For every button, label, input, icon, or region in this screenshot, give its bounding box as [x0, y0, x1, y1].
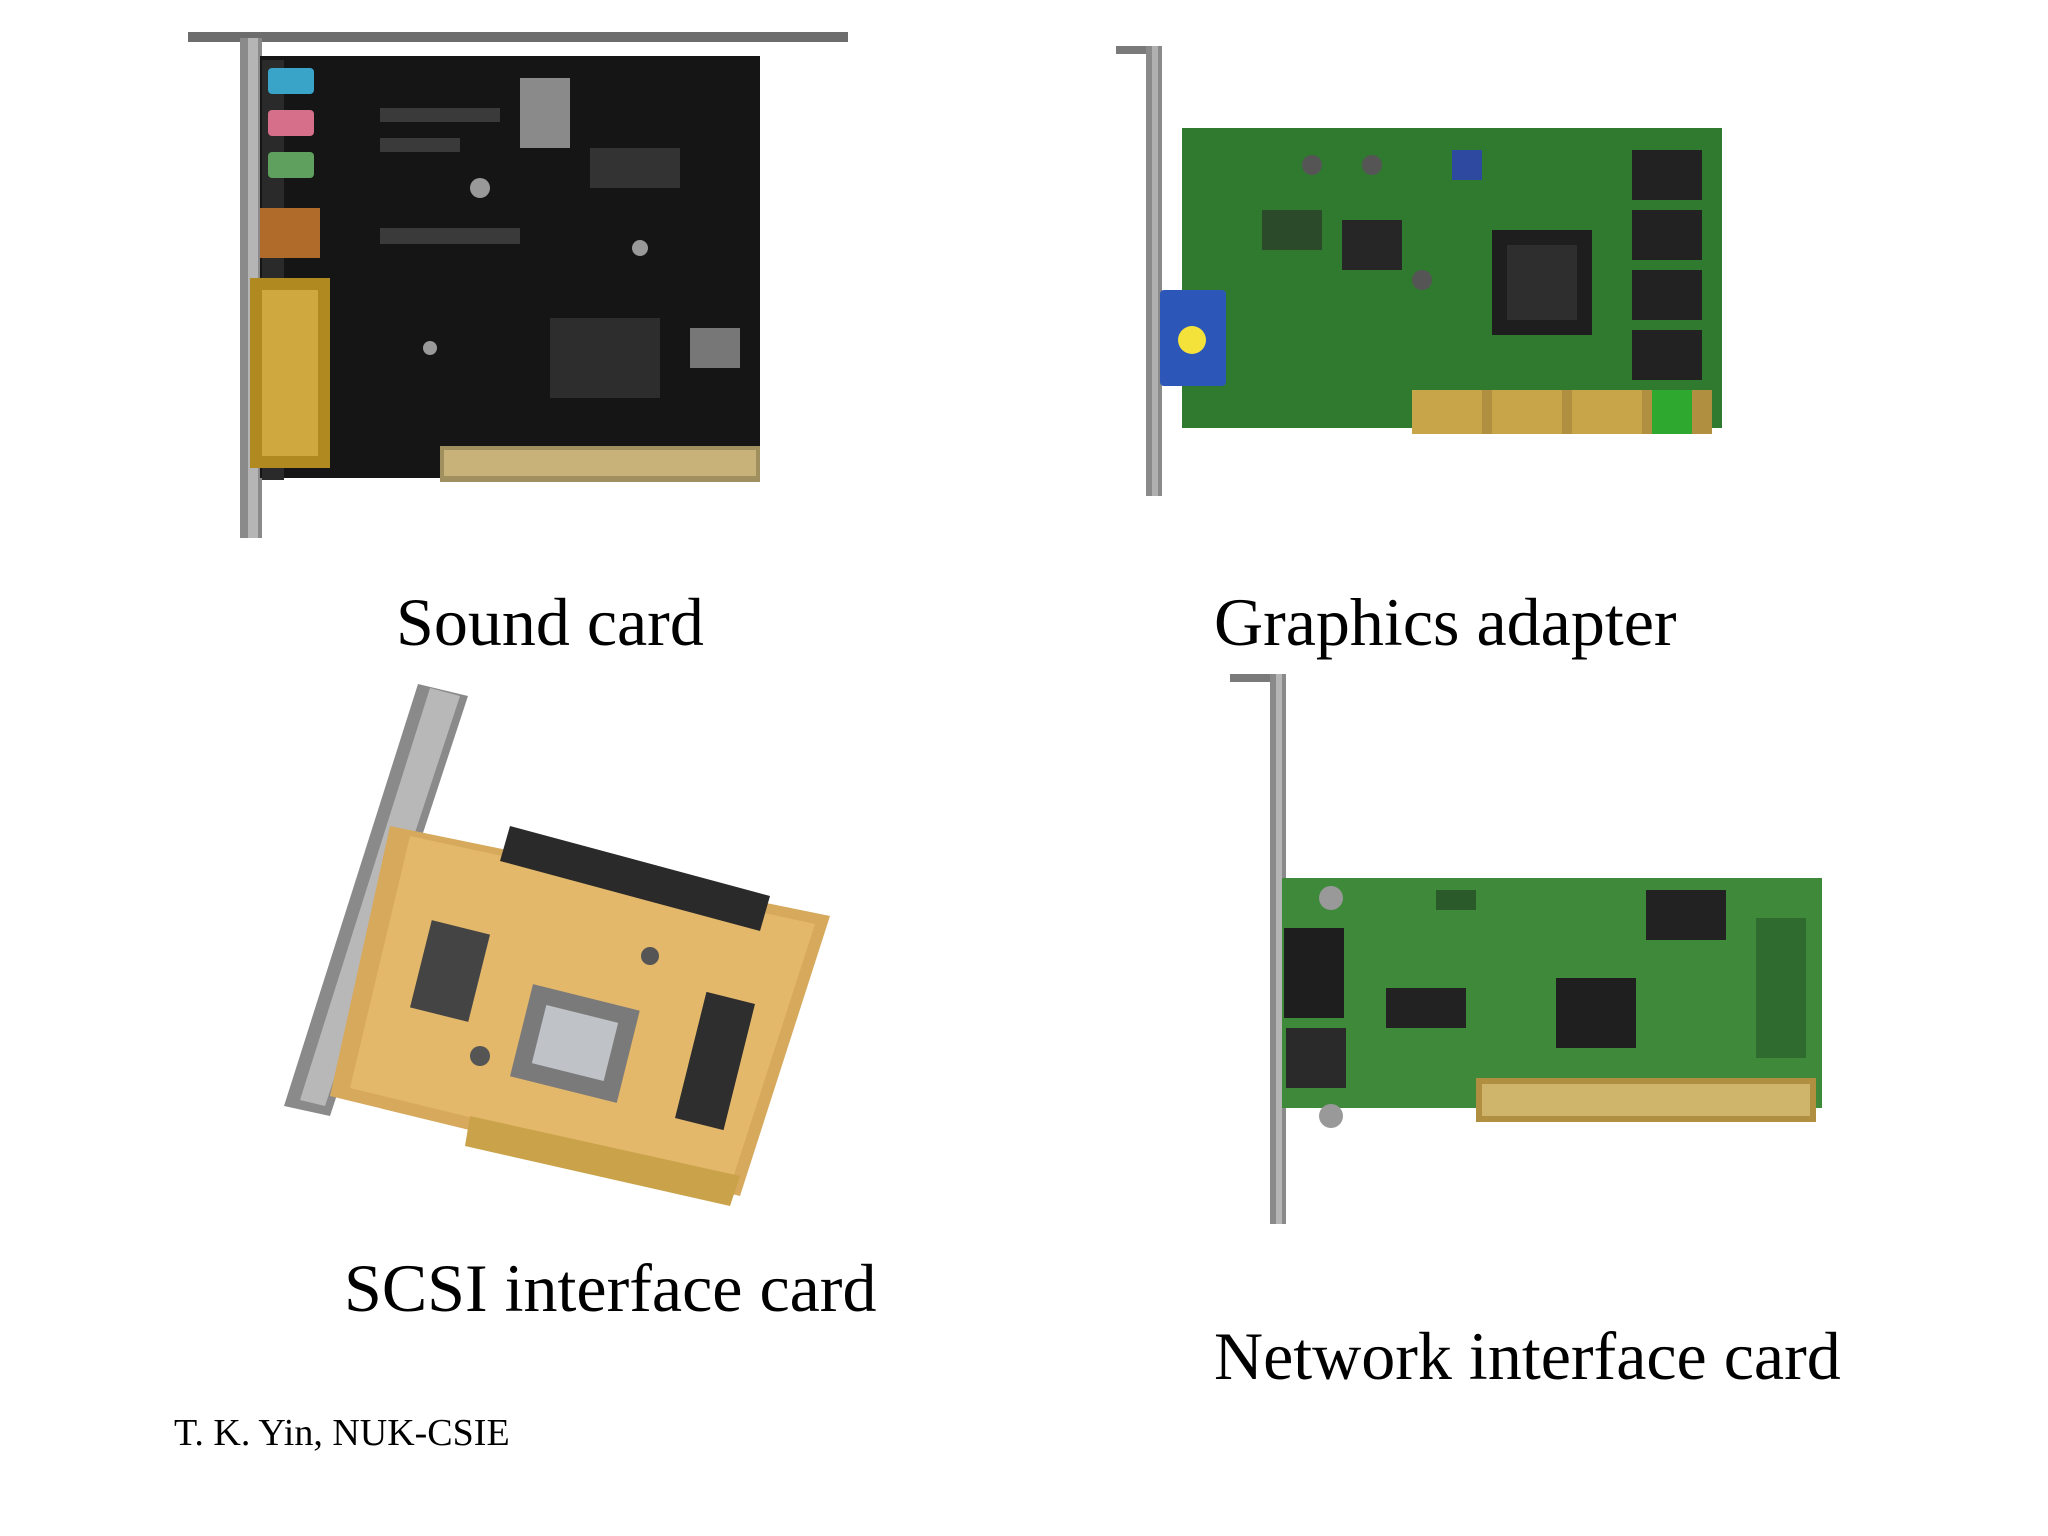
network-card-image: [1226, 668, 1846, 1238]
scsi-card-caption: SCSI interface card: [344, 1250, 877, 1326]
network-card-caption: Network interface card: [1214, 1318, 1841, 1394]
graphics-adapter-caption: Graphics adapter: [1214, 584, 1677, 660]
sound-card-caption: Sound card: [396, 584, 704, 660]
author-footer: T. K. Yin, NUK-CSIE: [174, 1412, 510, 1454]
graphics-adapter-image: [1112, 40, 1732, 510]
sound-card-image: [180, 28, 860, 548]
scsi-card-image: [270, 676, 850, 1216]
